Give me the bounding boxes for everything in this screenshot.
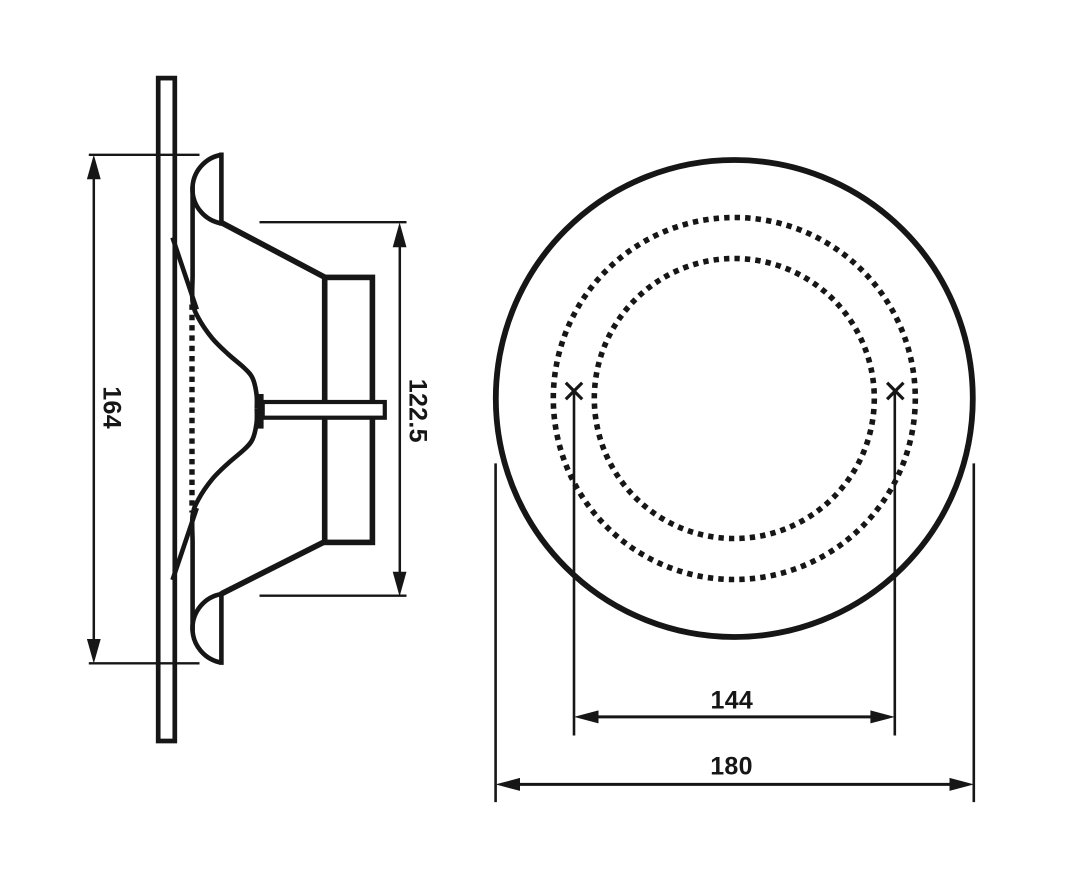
svg-text:144: 144	[710, 686, 753, 714]
svg-text:180: 180	[710, 752, 753, 780]
svg-text:122.5: 122.5	[404, 379, 432, 443]
svg-text:164: 164	[98, 386, 126, 429]
